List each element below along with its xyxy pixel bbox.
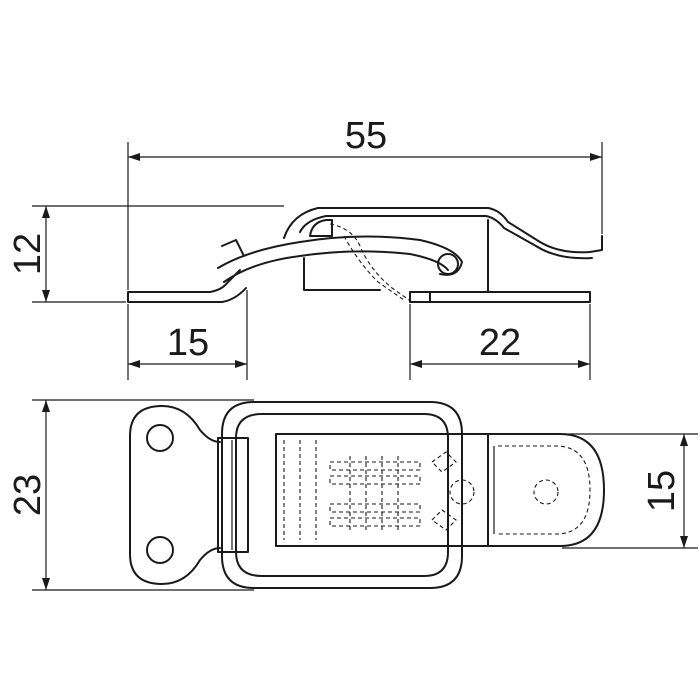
base-plate-right (409, 291, 591, 303)
dimension-label-23: 23 (7, 474, 49, 516)
mounting-hole-top (146, 424, 174, 452)
dimension-label-12: 12 (7, 233, 49, 275)
hidden-spring-detail (283, 440, 457, 540)
bail-frame-outer (221, 401, 463, 589)
dimension-label-15-right: 15 (641, 470, 683, 512)
cam-slot (309, 219, 333, 237)
bail-frame-inner (235, 413, 449, 577)
dimension-label-15: 15 (167, 322, 209, 364)
hook-hole (533, 479, 559, 505)
latch-lever (217, 235, 463, 283)
mounting-flange (129, 405, 221, 585)
mounting-hole-bottom (146, 536, 174, 564)
dimension-label-22: 22 (479, 322, 521, 364)
base-plate-left (127, 269, 247, 303)
hinge-bar (217, 437, 249, 553)
internal-spring (329, 223, 413, 303)
latch-housing (283, 207, 603, 260)
side-view: 55 12 15 22 (7, 115, 603, 380)
dimension-label-55: 55 (345, 115, 387, 157)
hook-tip-dashed (498, 445, 591, 535)
lever-tab (221, 239, 245, 257)
hook-plate (275, 433, 605, 547)
housing-front (303, 219, 489, 293)
top-view: 23 15 (7, 399, 698, 591)
pivot-pin (437, 253, 459, 275)
center-pivot-hidden (449, 479, 475, 505)
